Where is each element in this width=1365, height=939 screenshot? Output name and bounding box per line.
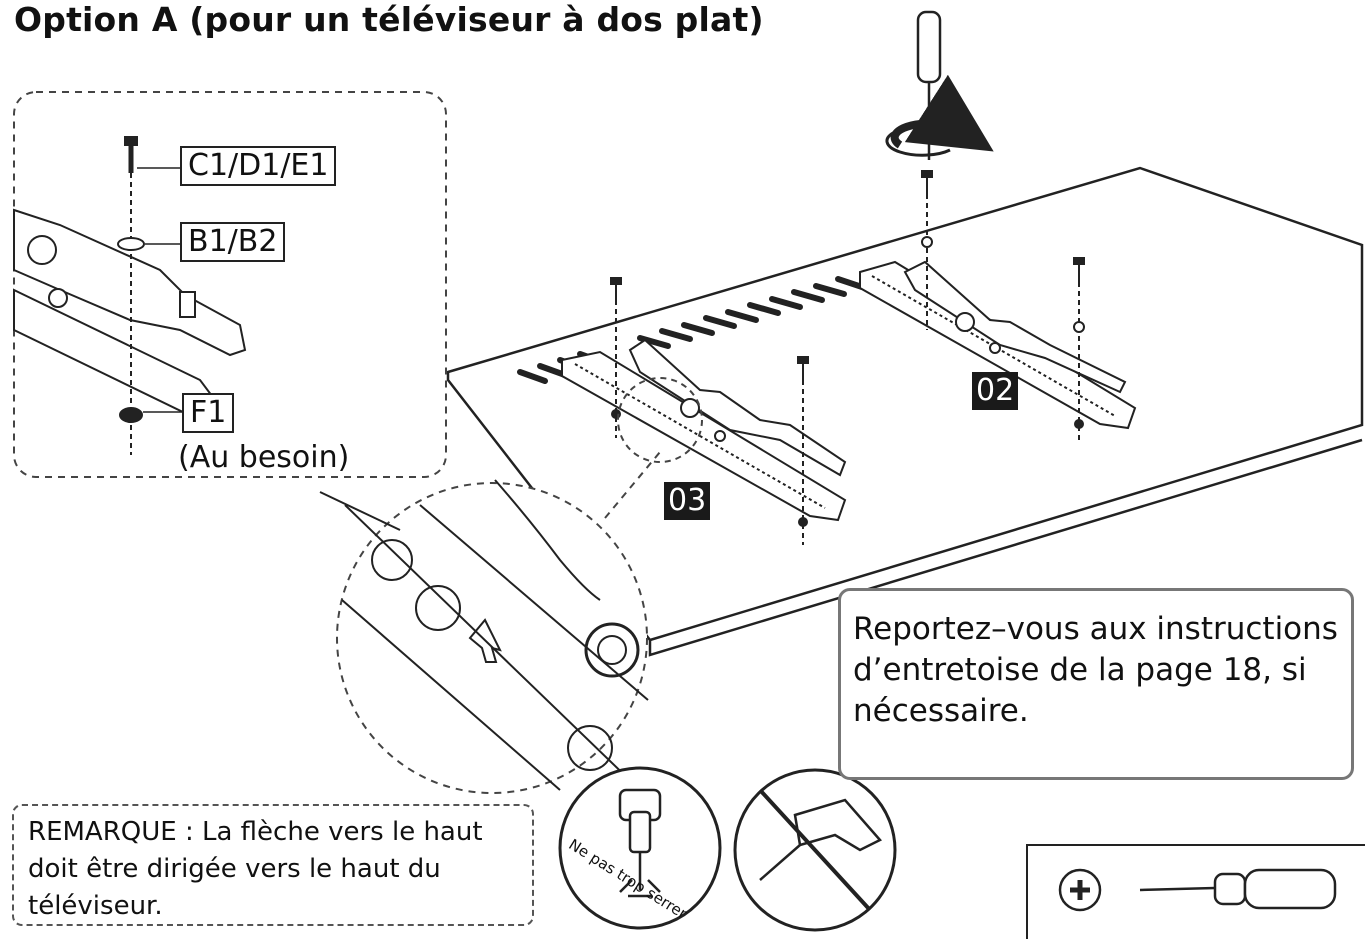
phillips-screwdriver-icon [1058,868,1337,912]
remark-text: REMARQUE : La flèche vers le haut doit ê… [28,814,528,925]
step-tag-02: 02 [972,372,1019,410]
tool-box [1026,844,1365,939]
detail-inset [13,91,447,478]
magnified-detail [319,377,703,794]
step-tag-03: 03 [664,482,711,520]
remark-body: La flèche vers le haut doit être dirigée… [28,817,483,921]
page-title: Option A (pour un téléviseur à dos plat) [14,0,764,39]
remark-label: REMARQUE : [28,817,194,847]
tv-back-panel [446,166,1364,657]
vent-slots [517,276,865,384]
main-screws [610,170,1085,545]
do-not-overtighten-icon [558,766,722,930]
callout-washer: B1/B2 [180,222,286,262]
callout-nut: F1 [182,393,235,433]
remark-box: REMARQUE : La flèche vers le haut doit ê… [12,804,534,926]
spacer-note-text: Reportez–vous aux instructions d’entreto… [853,611,1338,729]
callout-screw: C1/D1/E1 [180,146,337,186]
callout-if-needed: (Au besoin) [178,440,350,475]
screwdriver-rotation [885,10,994,160]
bracket-02 [859,260,1137,430]
bracket-03 [561,338,847,522]
spacer-note-box: Reportez–vous aux instructions d’entreto… [838,588,1354,780]
no-power-drill-icon [733,768,897,932]
